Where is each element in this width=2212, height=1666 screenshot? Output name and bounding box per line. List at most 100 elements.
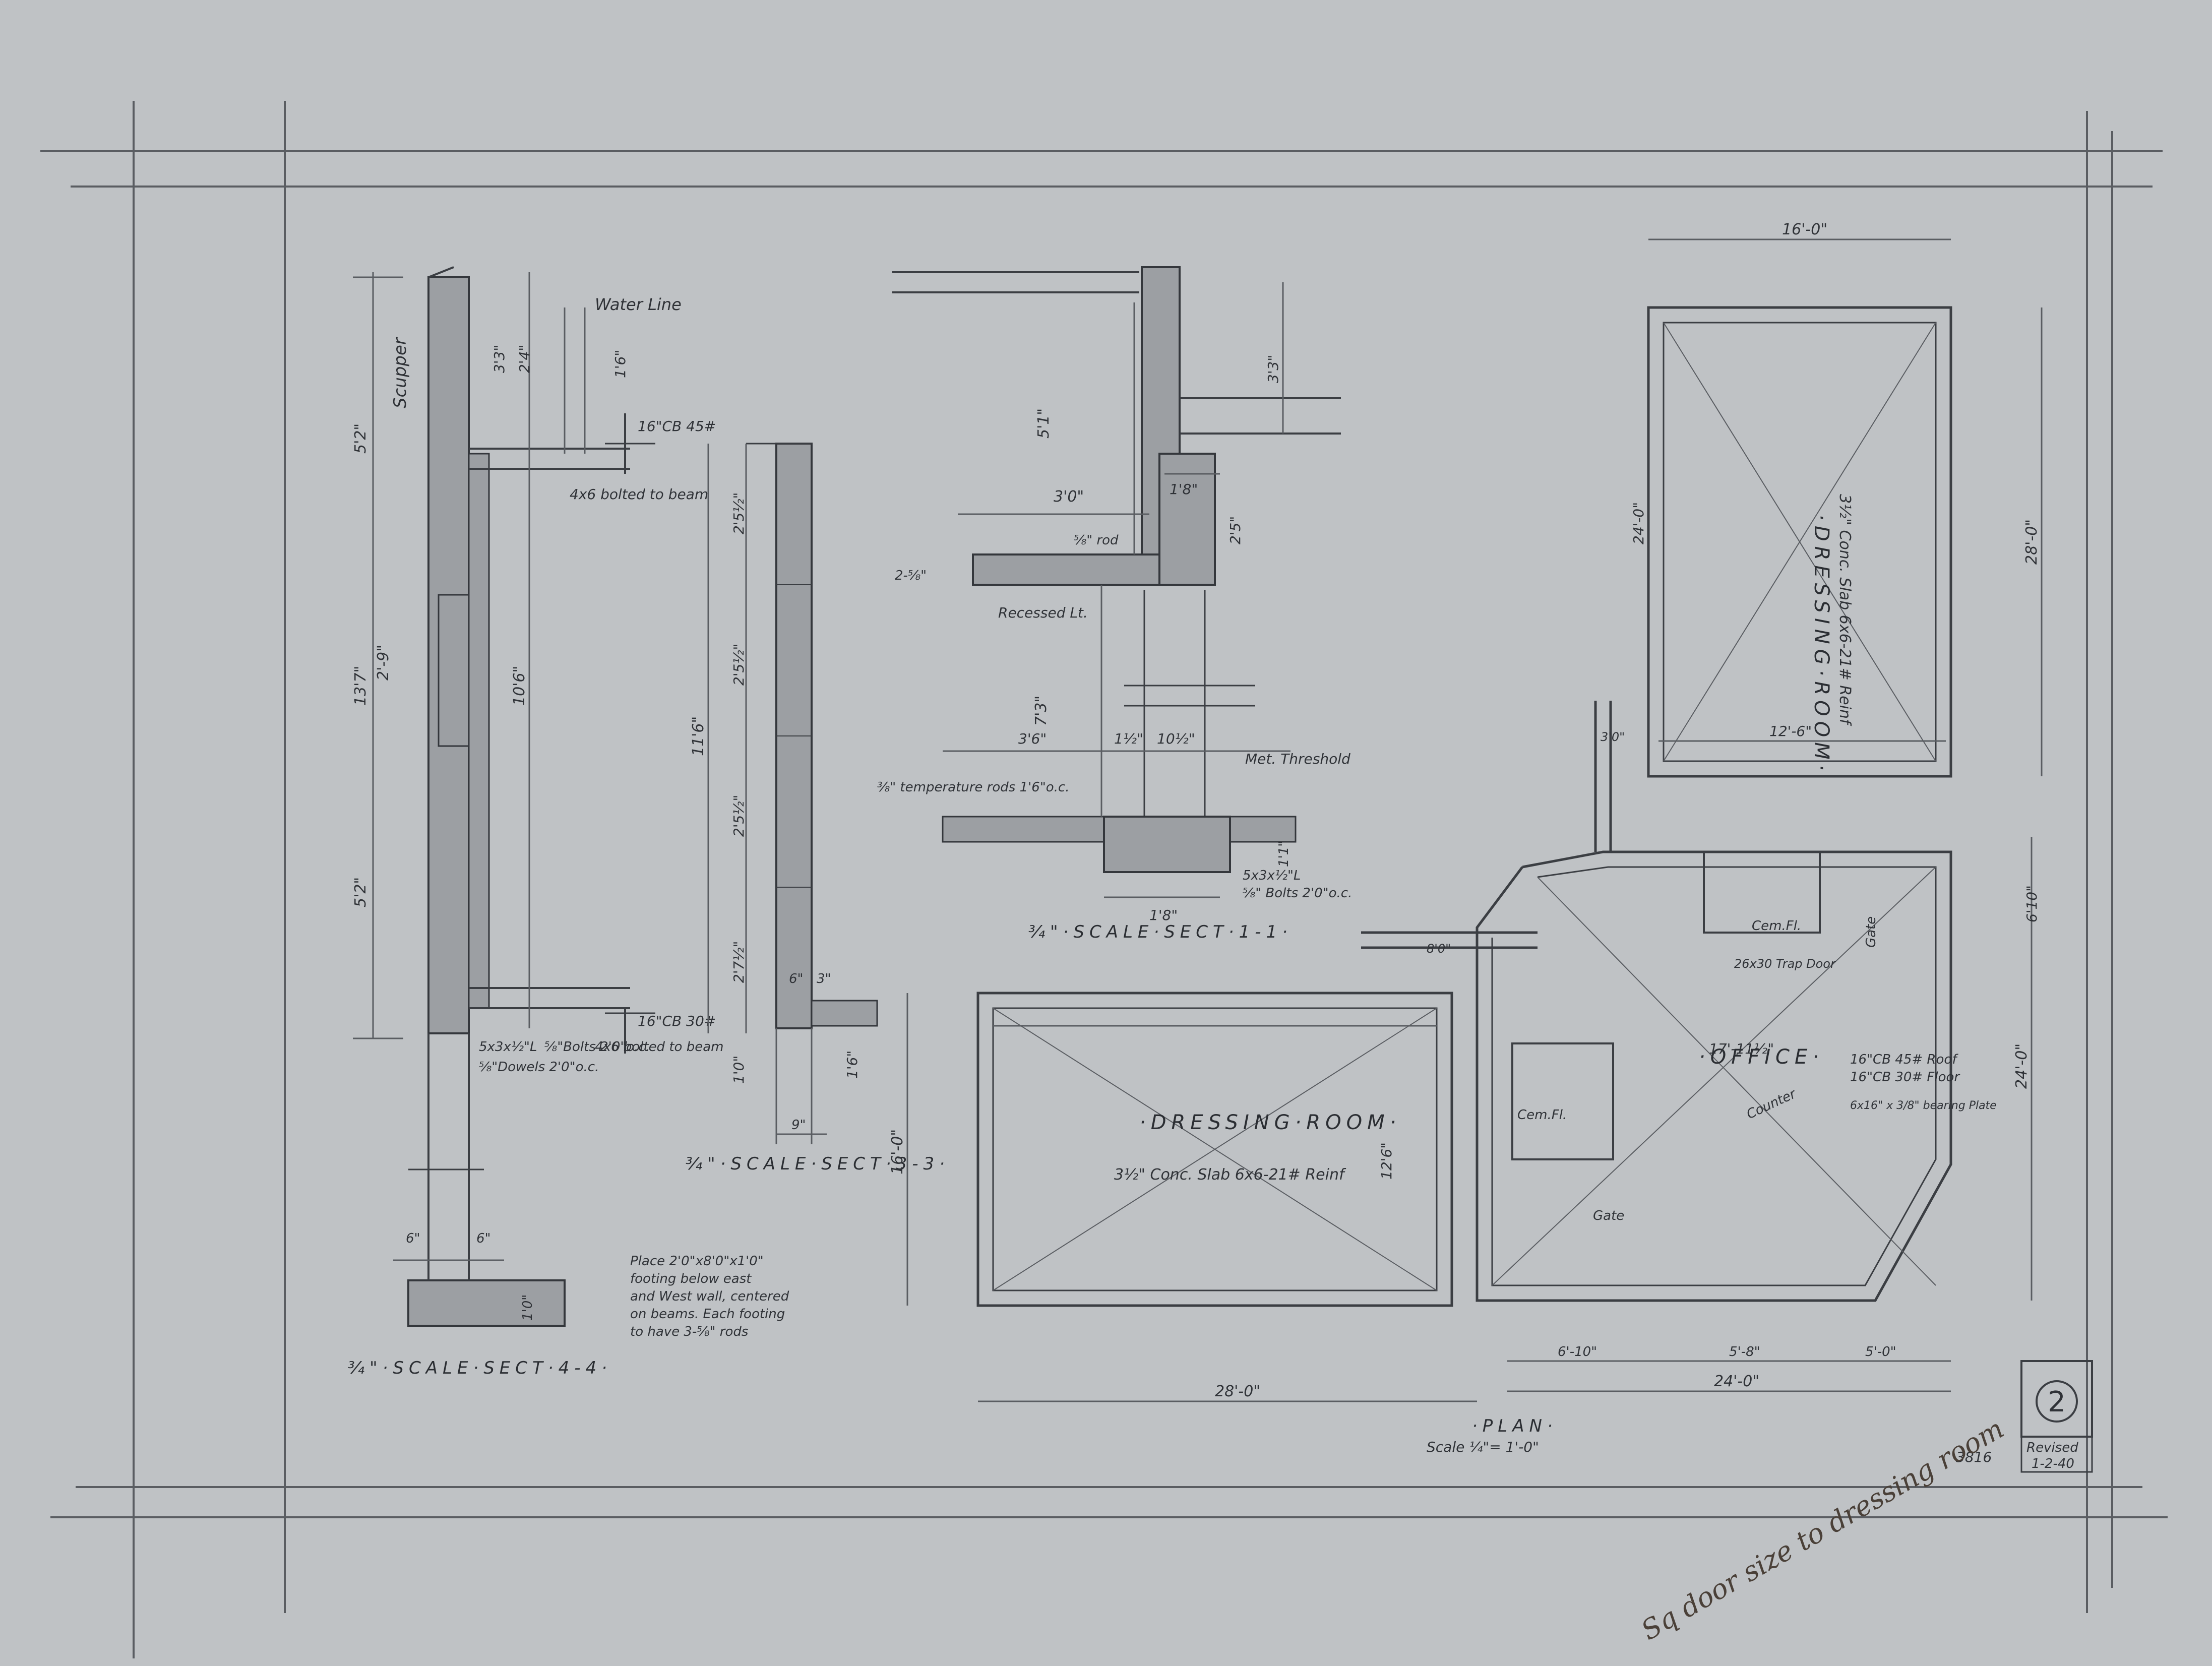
- label-dowels: ⅝"Dowels 2'0"o.c.: [479, 1060, 599, 1075]
- label-gate-2: Gate: [1864, 916, 1879, 948]
- title-sect-3-3: ¾"·SCALE·SECT·3-3·: [686, 1154, 950, 1174]
- dim-11-7: 1½": [1114, 730, 1143, 747]
- dim-44-7: 1'6": [612, 350, 629, 378]
- dim-plan-6: 24'-0": [1714, 1373, 1759, 1390]
- dim-plan-1: 28'-0": [2023, 519, 2041, 565]
- dim-plan-12: 17'-11½": [1709, 1040, 1774, 1057]
- dim-44-1: 13'7": [352, 666, 370, 706]
- label-recessed-lt: Recessed Lt.: [998, 604, 1088, 621]
- label-gate-1: Gate: [1593, 1208, 1624, 1223]
- dim-11-1: 3'3": [1265, 355, 1281, 383]
- dim-plan-9: 6'-10": [1558, 1344, 1597, 1360]
- label-trap-door: 26x30 Trap Door: [1734, 957, 1836, 971]
- label-water-line: Water Line: [595, 295, 682, 314]
- label-cb-45: 16"CB 45#: [638, 418, 716, 435]
- label-cem-fl-1: Cem.Fl.: [1752, 918, 1801, 934]
- label-bolted-beam-bottom: 4x6 bolted to beam: [595, 1039, 723, 1055]
- dim-plan-14: 3'0": [1601, 730, 1625, 744]
- label-met-threshold: Met. Threshold: [1245, 751, 1350, 767]
- dim-44-9: 6": [476, 1231, 491, 1246]
- label-cb-floor: 16"CB 30# Floor: [1850, 1070, 1960, 1085]
- label-cb-30: 16"CB 30#: [638, 1013, 716, 1029]
- label-2-rods: 2-⅝": [895, 568, 927, 583]
- handwritten-annotation: Sq door size to dressing room: [1636, 1412, 2009, 1646]
- label-angle-11: 5x3x½"L: [1243, 868, 1301, 883]
- dim-33-3: 2'5½": [730, 795, 747, 837]
- section-3-3: [707, 443, 878, 1144]
- dim-44-3: 2'-9": [375, 645, 392, 681]
- dim-11-3: 1'8": [1170, 481, 1198, 498]
- dim-plan-11: 5'-0": [1865, 1344, 1896, 1360]
- room-south-slab: 3½" Conc. Slab 6x6-21# Reinf: [1114, 1166, 1346, 1184]
- dim-44-6: 2'4": [516, 345, 533, 373]
- label-scupper: Scupper: [390, 337, 410, 408]
- room-north-slab: 3½" Conc. Slab 6x6-21# Reinf: [1836, 494, 1854, 726]
- dim-33-1: 2'5½": [730, 492, 747, 534]
- label-bolts-11: ⅝" Bolts 2'0"o.c.: [1243, 886, 1352, 901]
- note-line-3: on beams. Each footing: [630, 1307, 785, 1322]
- dim-plan-15: 8'0": [1427, 942, 1451, 956]
- revised-date: 1-2-40: [2032, 1456, 2074, 1471]
- note-line-1: footing below east: [630, 1271, 752, 1286]
- label-bearing-plate: 6x16" x 3/8" bearing Plate: [1850, 1099, 1997, 1112]
- dim-11-5: 7'3": [1032, 696, 1050, 726]
- room-north-name: ·DRESSING·ROOM·: [1810, 514, 1833, 776]
- dim-44-2: 5'2": [352, 877, 370, 907]
- plan-title: ·PLAN·: [1472, 1416, 1558, 1436]
- label-bolts: ⅝"Bolts 2'0"o.c.: [544, 1039, 650, 1055]
- dim-plan-13: 6'10": [2023, 885, 2040, 922]
- label-angle: 5x3x½"L: [479, 1039, 537, 1055]
- label-cb-roof: 16"CB 45# Roof: [1850, 1052, 1958, 1067]
- dim-plan-10: 5'-8": [1729, 1344, 1760, 1360]
- dim-33-7: 6": [789, 971, 804, 986]
- dim-33-4: 2'7½": [730, 941, 747, 983]
- dim-11-10: 1'1": [1276, 841, 1292, 867]
- dim-44-4: 10'6": [511, 666, 528, 706]
- dim-11-0: 5'1": [1035, 408, 1053, 439]
- note-line-4: to have 3-⅝" rods: [630, 1324, 748, 1339]
- dim-plan-3: 12'-6": [1769, 723, 1812, 739]
- dim-plan-0: 16'-0": [1782, 221, 1827, 238]
- room-south-name: ·DRESSING·ROOM·: [1139, 1111, 1401, 1134]
- label-cem-fl-2: Cem.Fl.: [1517, 1107, 1567, 1123]
- dim-11-8: 10½": [1157, 730, 1195, 747]
- section-4-4: [353, 266, 655, 1327]
- dim-33-5: 1'0": [730, 1056, 747, 1084]
- label-temperature-rods: ⅜" temperature rods 1'6"o.c.: [877, 780, 1070, 795]
- label-bolted-beam-top: 4x6 bolted to beam: [570, 486, 708, 503]
- dim-11-2: 3'0": [1054, 488, 1084, 506]
- dim-33-0: 11'6": [690, 716, 707, 756]
- dim-33-9: 9": [791, 1118, 806, 1133]
- plan-scale: Scale ¼"= 1'-0": [1427, 1439, 1539, 1455]
- title-sect-4-4: ¾"·SCALE·SECT·4-4·: [348, 1358, 612, 1378]
- dim-44-5: 3'3": [491, 345, 508, 373]
- dim-11-6: 3'6": [1018, 730, 1047, 747]
- dim-11-4: 2'5": [1227, 516, 1244, 544]
- room-office-name: ·OFFICE·: [1699, 1045, 1824, 1069]
- dim-plan-4: 24'-0": [2013, 1043, 2031, 1089]
- dim-plan-2: 24'-0": [1630, 502, 1647, 544]
- dim-plan-5: 28'-0": [1215, 1383, 1260, 1400]
- dim-44-10: 1'0": [520, 1294, 535, 1321]
- dim-plan-8: 12'6": [1378, 1142, 1395, 1180]
- dim-33-6: 1'6": [844, 1051, 861, 1079]
- dim-44-8: 6": [406, 1231, 420, 1246]
- footing-note: Place 2'0"x8'0"x1'0" footing below east …: [630, 1254, 789, 1339]
- note-line-2: and West wall, centered: [630, 1289, 789, 1304]
- sheet-number: 2: [2048, 1386, 2066, 1418]
- dim-33-8: 3": [817, 971, 831, 986]
- drawing-number: 3816: [1956, 1449, 1992, 1465]
- sheet-border: [40, 101, 2168, 1658]
- dim-33-2: 2'5½": [730, 644, 747, 686]
- dim-44-0: 5'2": [352, 423, 370, 454]
- floor-plan: [906, 238, 2093, 1473]
- dim-11-9: 1'8": [1149, 907, 1178, 923]
- note-line-0: Place 2'0"x8'0"x1'0": [630, 1254, 764, 1269]
- section-1-1: [892, 266, 1341, 898]
- revised-label: Revised: [2026, 1440, 2078, 1455]
- title-sect-1-1: ¾"·SCALE·SECT·1-1·: [1028, 922, 1293, 942]
- label-rod: ⅝" rod: [1074, 533, 1119, 548]
- dim-plan-7: 16'-0": [889, 1129, 906, 1175]
